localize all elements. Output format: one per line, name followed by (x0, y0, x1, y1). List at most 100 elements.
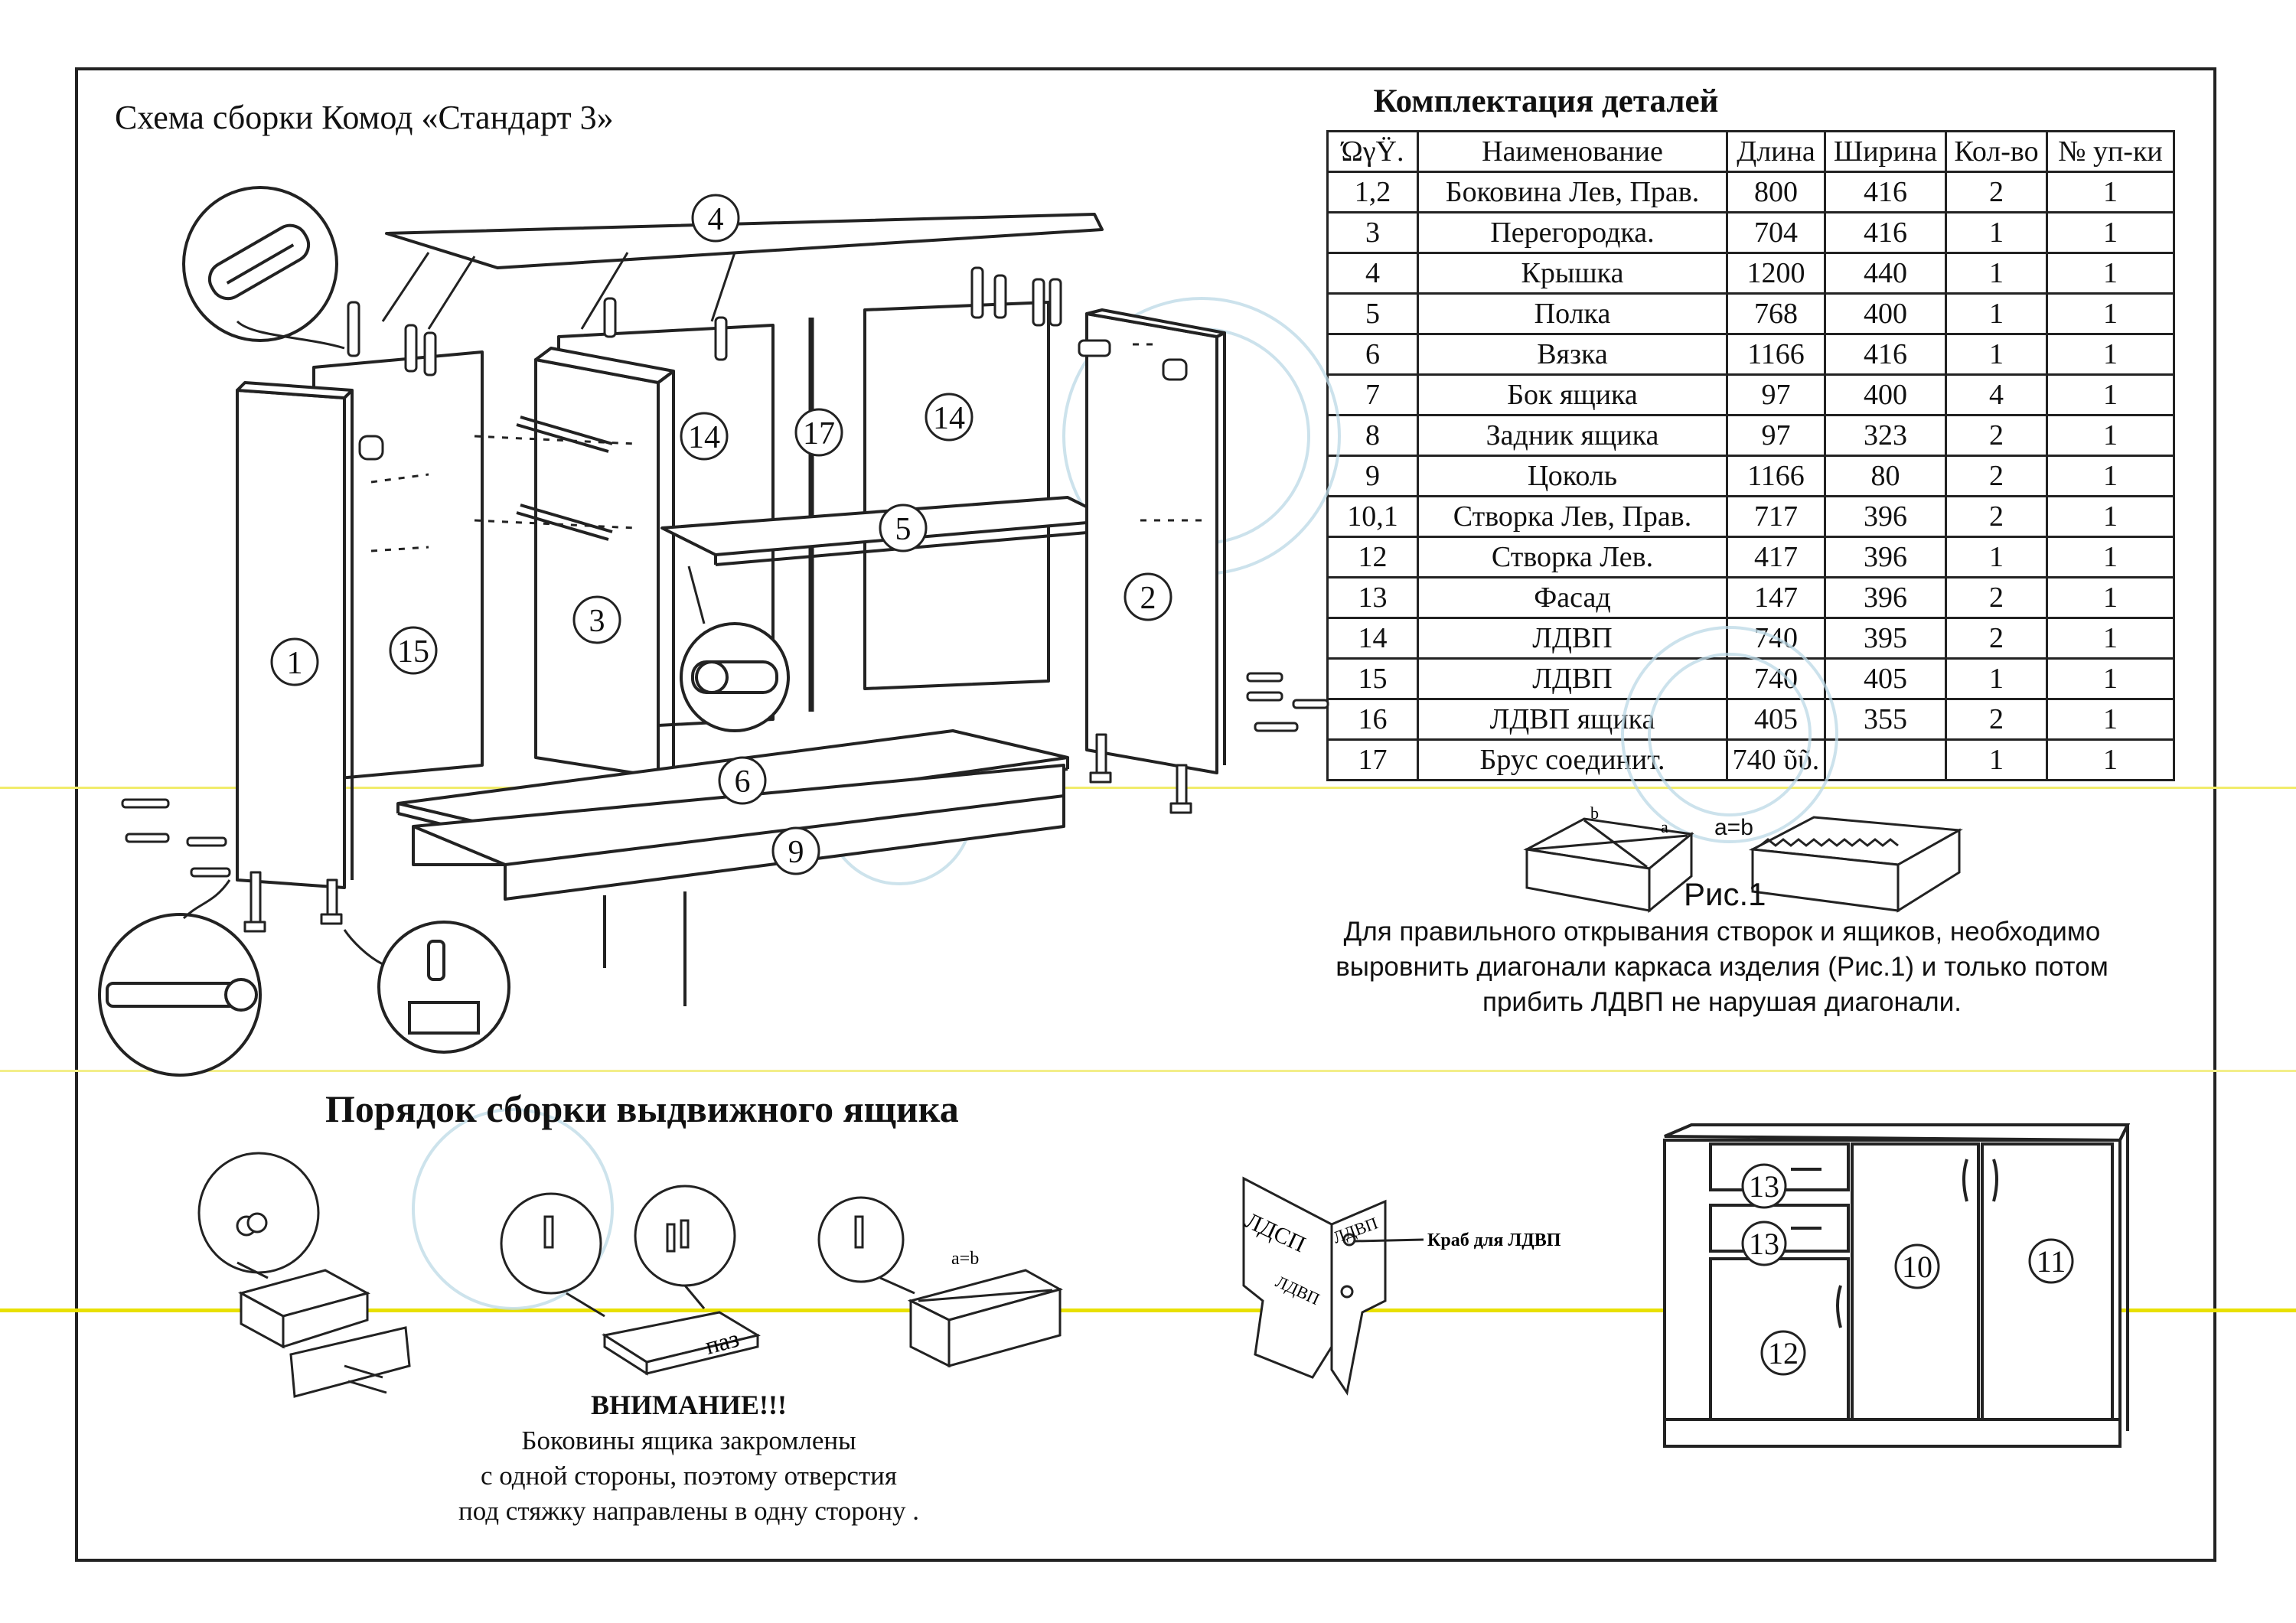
table-cell: 1 (2046, 292, 2175, 335)
assembly-note: Для правильного открывания створок и ящи… (1301, 914, 2143, 1020)
table-cell: 1200 (1726, 252, 1826, 295)
part-marker: 3 (589, 604, 605, 639)
table-cell: 80 (1824, 455, 1947, 497)
table-cell: Створка Лев, Прав. (1417, 495, 1728, 538)
table-cell: 2 (1945, 455, 2048, 497)
table-cell: 395 (1824, 617, 1947, 660)
table-cell: 1,2 (1326, 171, 1419, 213)
part-marker: 9 (788, 835, 804, 870)
table-cell: 355 (1824, 698, 1947, 741)
table-cell: 1 (2046, 536, 2175, 578)
table-cell: 13 (1326, 576, 1419, 619)
table-cell: Вязка (1417, 333, 1728, 376)
part-marker: 10 (1902, 1250, 1932, 1284)
table-cell: ЛДВП (1417, 617, 1728, 660)
table-cell (1824, 738, 1947, 781)
table-cell: 8 (1326, 414, 1419, 457)
part-marker: 15 (397, 634, 429, 670)
table-cell: 1 (1945, 252, 2048, 295)
table-cell: 417 (1726, 536, 1826, 578)
table-cell: 97 (1726, 373, 1826, 416)
table-cell: ЛДВП (1417, 657, 1728, 700)
table-cell: 717 (1726, 495, 1826, 538)
table-cell: 1 (1945, 657, 2048, 700)
panel-back-right (863, 301, 1050, 690)
part-marker: 14 (688, 420, 720, 455)
table-cell: 768 (1726, 292, 1826, 335)
figure-corner-b: b (1590, 803, 1599, 823)
table-cell: 16 (1326, 698, 1419, 741)
table-cell: 17 (1326, 738, 1419, 781)
panel-side-right (1085, 312, 1218, 774)
table-cell: 400 (1824, 292, 1947, 335)
panel-plinth (412, 764, 1065, 901)
column-header: Кол-во (1945, 130, 2048, 173)
table-cell: Створка Лев. (1417, 536, 1728, 578)
table-cell: 5 (1326, 292, 1419, 335)
part-marker: 14 (933, 401, 965, 436)
table-cell: 1 (2046, 414, 2175, 457)
column-header: ΏγŸ. (1326, 130, 1419, 173)
table-cell: ЛДВП ящика (1417, 698, 1728, 741)
table-cell: 10,1 (1326, 495, 1419, 538)
table-cell: 7 (1326, 373, 1419, 416)
part-marker: 1 (287, 646, 303, 681)
table-cell: 400 (1824, 373, 1947, 416)
table-cell: 1 (2046, 171, 2175, 213)
drawer-steps (197, 1152, 1063, 1398)
part-marker: 5 (895, 512, 912, 547)
drawer-section-title: Порядок сборки выдвижного ящика (325, 1087, 959, 1130)
table-cell: 1 (1945, 333, 2048, 376)
column-header: № уп-ки (2046, 130, 2175, 173)
warning-line: Боковины ящика закромлены (521, 1426, 856, 1455)
table-cell: 704 (1726, 211, 1826, 254)
table-cell: 1 (2046, 373, 2175, 416)
table-title: Комплектация деталей (1373, 83, 1719, 119)
figure-corner-a: a (1661, 817, 1668, 836)
scan-line (0, 1309, 2296, 1312)
finished-chest (1663, 1123, 2131, 1448)
bracket-label: Краб для ЛДВП (1427, 1230, 1561, 1250)
document-title: Схема сборки Комод «Стандарт 3» (115, 99, 614, 136)
table-cell: 1 (2046, 252, 2175, 295)
table-cell: 2 (1945, 171, 2048, 213)
table-cell: 4 (1945, 373, 2048, 416)
table-cell: 147 (1726, 576, 1826, 619)
table-cell: Перегородка. (1417, 211, 1728, 254)
column-header: Длина (1726, 130, 1826, 173)
table-cell: 2 (1945, 414, 2048, 457)
scan-line (0, 787, 2296, 789)
part-marker: 6 (735, 764, 751, 800)
warning-text: Боковины ящика закромлены с одной сторон… (344, 1423, 1033, 1529)
table-cell: Боковина Лев, Прав. (1417, 171, 1728, 213)
table-cell: Брус соединит. (1417, 738, 1728, 781)
table-cell: 3 (1326, 211, 1419, 254)
part-marker: 17 (803, 416, 835, 451)
table-cell: 416 (1824, 171, 1947, 213)
table-cell: 1166 (1726, 455, 1826, 497)
table-cell: 396 (1824, 536, 1947, 578)
panel-partition (534, 358, 660, 778)
table-cell: 2 (1945, 617, 2048, 660)
part-marker: 4 (708, 202, 724, 237)
table-cell: 97 (1726, 414, 1826, 457)
table-cell: 1 (1945, 536, 2048, 578)
note-line: Для правильного открывания створок и ящи… (1343, 917, 2101, 947)
figure-diagonal (1523, 816, 1963, 914)
part-marker: 11 (2037, 1244, 2066, 1279)
part-marker: 12 (1768, 1336, 1799, 1370)
warning-line: с одной стороны, поэтому отверстия (480, 1461, 897, 1491)
table-cell: 1 (1945, 292, 2048, 335)
